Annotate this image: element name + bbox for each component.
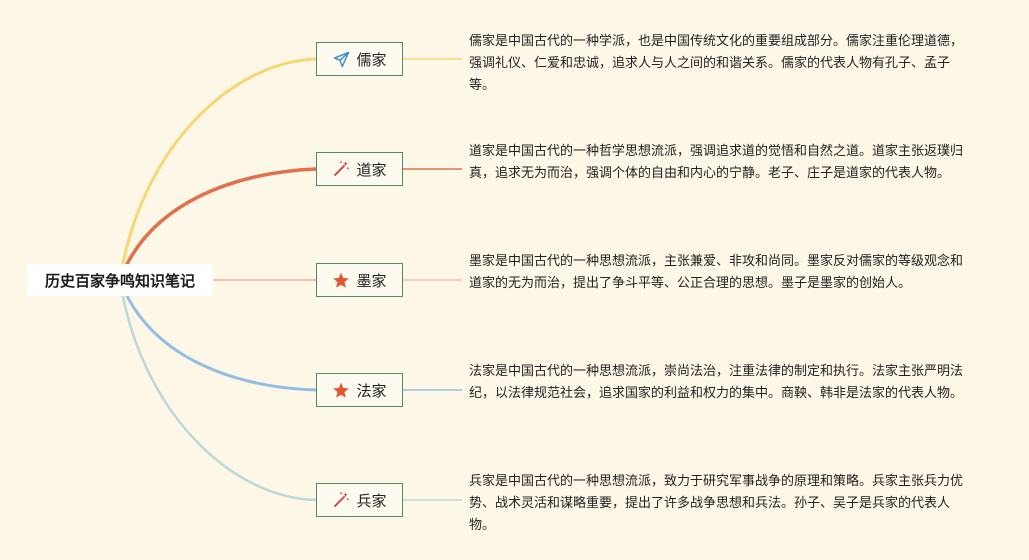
magic-wand-icon (332, 491, 350, 509)
star-icon (332, 381, 350, 399)
connector-ru (118, 57, 317, 281)
topic-fa-label: 法家 (356, 381, 387, 400)
root-title: 历史百家争鸣知识笔记 (44, 271, 195, 290)
topic-bing-label: 兵家 (356, 491, 387, 510)
topic-dao-label: 道家 (356, 160, 387, 179)
magic-wand-icon (332, 160, 350, 178)
topic-ru-label: 儒家 (356, 50, 387, 69)
connector-bing (118, 279, 317, 502)
connector-fa (118, 279, 317, 392)
topic-bing[interactable]: 兵家 (316, 483, 403, 517)
topic-mo-label: 墨家 (356, 271, 387, 290)
paper-plane-icon (332, 50, 350, 68)
topic-dao[interactable]: 道家 (316, 152, 403, 186)
topic-fa[interactable]: 法家 (316, 373, 403, 407)
connector-dao (118, 167, 317, 281)
description-fa: 法家是中国古代的一种思想流派，崇尚法治，注重法律的制定和执行。法家主张严明法纪，… (469, 364, 964, 401)
topic-mo[interactable]: 墨家 (316, 263, 403, 297)
star-icon (332, 271, 350, 289)
root-topic[interactable]: 历史百家争鸣知识笔记 (27, 264, 213, 296)
description-bing: 兵家是中国古代的一种思想流派，致力于研究军事战争的原理和策略。兵家主张兵力优势、… (469, 474, 964, 533)
description-dao: 道家是中国古代的一种哲学思想流派，强调追求道的觉悟和自然之道。道家主张返璞归真，… (469, 144, 964, 181)
description-mo: 墨家是中国古代的一种思想流派，主张兼爱、非攻和尚同。墨家反对儒家的等级观念和道家… (469, 254, 964, 291)
description-ru: 儒家是中国古代的一种学派，也是中国传统文化的重要组成部分。儒家注重伦理道德，强调… (469, 34, 964, 93)
topic-ru[interactable]: 儒家 (316, 42, 403, 76)
